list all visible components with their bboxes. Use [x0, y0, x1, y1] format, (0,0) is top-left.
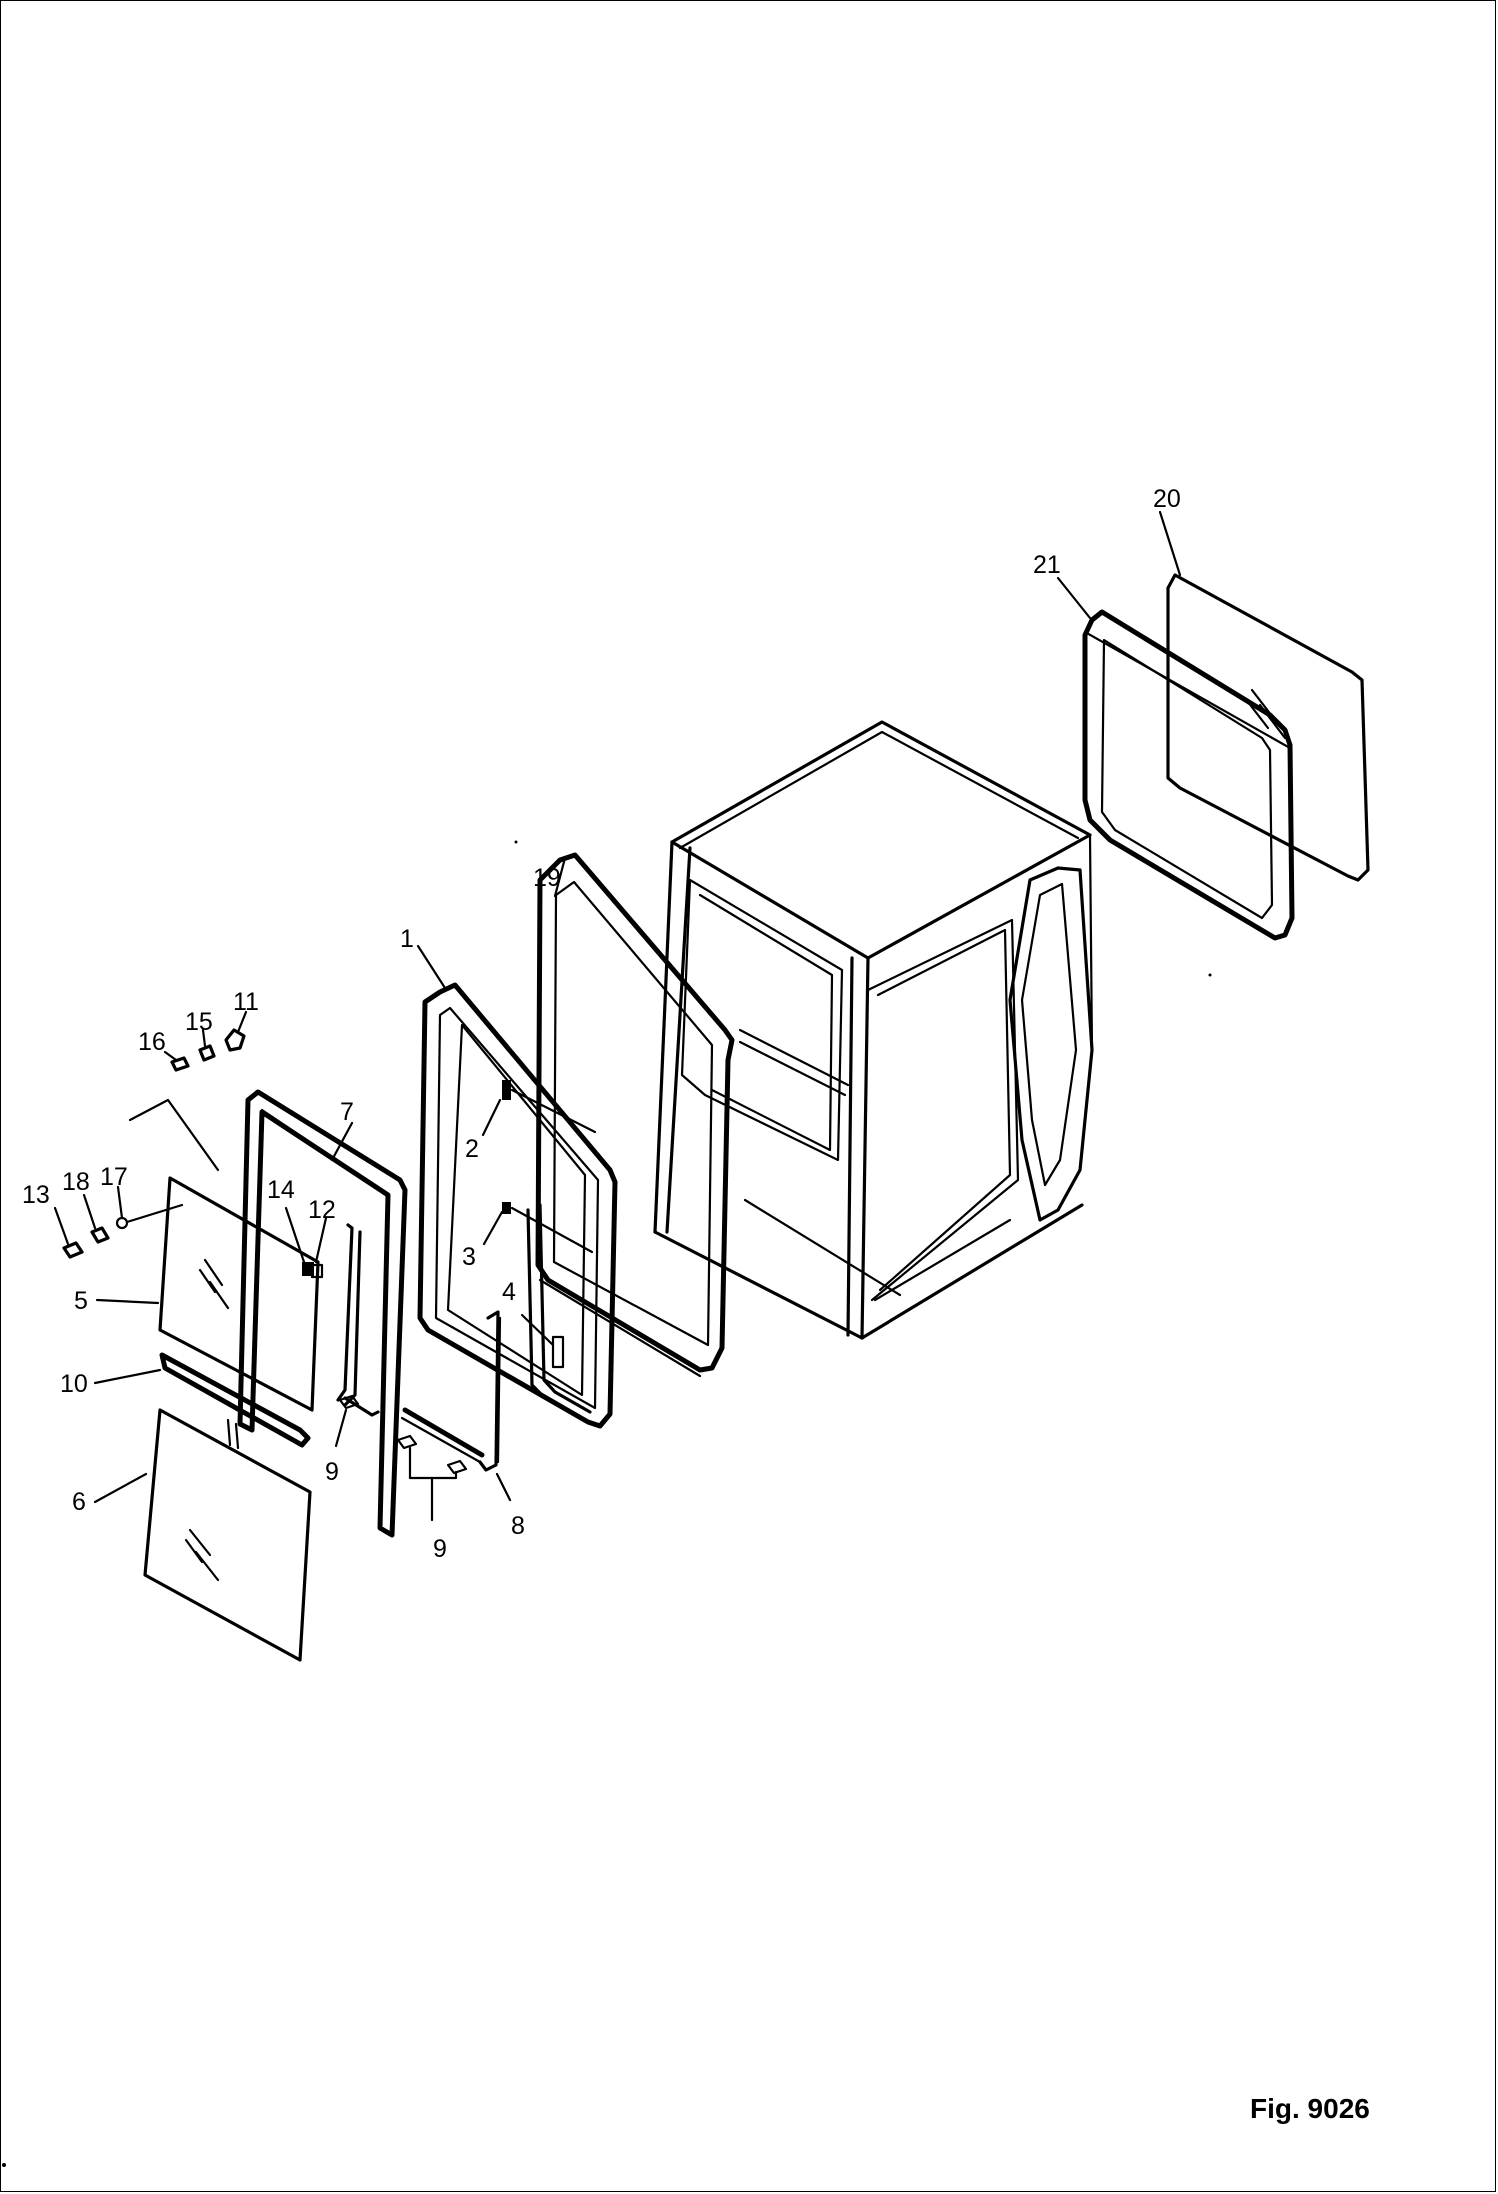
callout-9b: 9: [433, 1535, 447, 1563]
callout-3: 3: [462, 1243, 476, 1271]
callout-12: 12: [308, 1196, 336, 1224]
part-3-piece: [502, 1202, 594, 1254]
callout-labels: 1 2 3 4 5 6 7 8 9 9 10 11 12 13 14 15 16…: [22, 485, 1181, 1563]
part-6-lower-glass: [143, 1408, 312, 1662]
part-20-rear-glass: [1166, 573, 1370, 882]
callout-7: 7: [340, 1098, 354, 1126]
part-5-upper-glass: [158, 1176, 324, 1412]
callout-2: 2: [465, 1135, 479, 1163]
callout-14: 14: [267, 1176, 295, 1204]
part-4-piece: [551, 1335, 565, 1369]
figure-caption: Fig. 9026: [1250, 2093, 1370, 2124]
callout-9a: 9: [325, 1458, 339, 1486]
callout-4: 4: [502, 1278, 516, 1306]
callout-13: 13: [22, 1181, 50, 1209]
callout-16: 16: [138, 1028, 166, 1056]
callout-18: 18: [62, 1168, 90, 1196]
callout-5: 5: [74, 1287, 88, 1315]
callout-11: 11: [233, 988, 259, 1016]
cab-body: [653, 720, 1094, 1340]
part-10-strip: [159, 1352, 311, 1450]
callout-17: 17: [100, 1163, 128, 1191]
small-fittings: [62, 1028, 246, 1259]
part-7-seal-frame: [237, 1089, 408, 1538]
part-8-lower-channel: [400, 1310, 502, 1472]
callout-19: 19: [533, 864, 561, 892]
callout-20: 20: [1153, 485, 1181, 513]
callout-21: 21: [1033, 551, 1061, 579]
part-19-door-seal: [535, 852, 735, 1378]
callout-1: 1: [400, 925, 414, 953]
part-21-rear-seal: [1082, 609, 1295, 941]
callout-10: 10: [60, 1370, 88, 1398]
callout-15: 15: [185, 1008, 213, 1036]
callout-6: 6: [72, 1488, 86, 1516]
part-2-piece: [502, 1080, 597, 1134]
leader-lines: [53, 510, 1182, 1522]
callout-8: 8: [511, 1512, 525, 1540]
part-9-pads: [338, 1394, 468, 1475]
part-1-door-frame: [417, 982, 618, 1429]
